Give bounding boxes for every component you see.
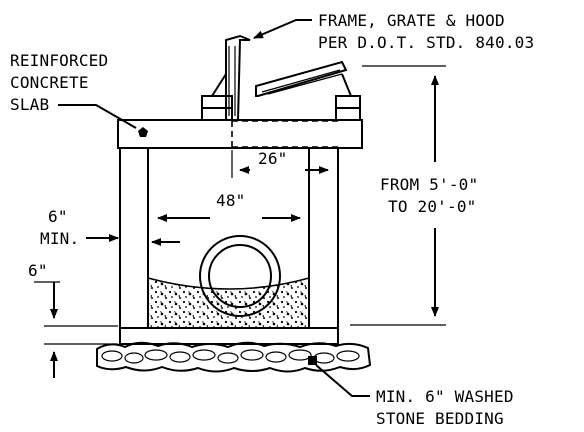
wall-thickness-line2: MIN. bbox=[40, 229, 79, 248]
slab-label-line1: REINFORCED bbox=[10, 51, 108, 70]
frame-leader bbox=[253, 19, 312, 39]
base-slab bbox=[119, 327, 339, 345]
wall-thickness-line1: 6" bbox=[48, 207, 68, 226]
top-slab bbox=[117, 119, 363, 149]
opening-width-label: 26" bbox=[258, 149, 288, 168]
frame-label-line2: PER D.O.T. STD. 840.03 bbox=[318, 33, 534, 52]
height-dimension bbox=[350, 65, 446, 326]
rebar-dot bbox=[138, 127, 148, 137]
stone-bedding bbox=[96, 341, 372, 373]
slab-label-line2: CONCRETE bbox=[10, 73, 89, 92]
floor-thickness-label: 6" bbox=[28, 261, 48, 280]
bedding-label-line2: STONE BEDDING bbox=[376, 409, 504, 428]
slab-label-line3: SLAB bbox=[10, 95, 49, 114]
frame-grate-hood bbox=[201, 34, 361, 121]
opening-dimension bbox=[231, 150, 329, 178]
height-label-line1: FROM 5'-0" bbox=[380, 175, 478, 194]
bedding-leader bbox=[315, 364, 370, 397]
height-label-line2: TO 20'-0" bbox=[388, 197, 477, 216]
wall-thickness-arrows bbox=[86, 234, 180, 246]
floor-thickness-dimension bbox=[34, 281, 118, 378]
left-wall bbox=[119, 147, 149, 329]
slab-leader bbox=[58, 104, 137, 129]
right-wall bbox=[308, 147, 339, 329]
frame-label-line1: FRAME, GRATE & HOOD bbox=[318, 11, 505, 30]
bedding-label-line1: MIN. 6" WASHED bbox=[376, 387, 514, 406]
gravel-fill bbox=[147, 276, 310, 329]
pipe bbox=[199, 235, 281, 317]
inner-width-label: 48" bbox=[216, 191, 246, 210]
